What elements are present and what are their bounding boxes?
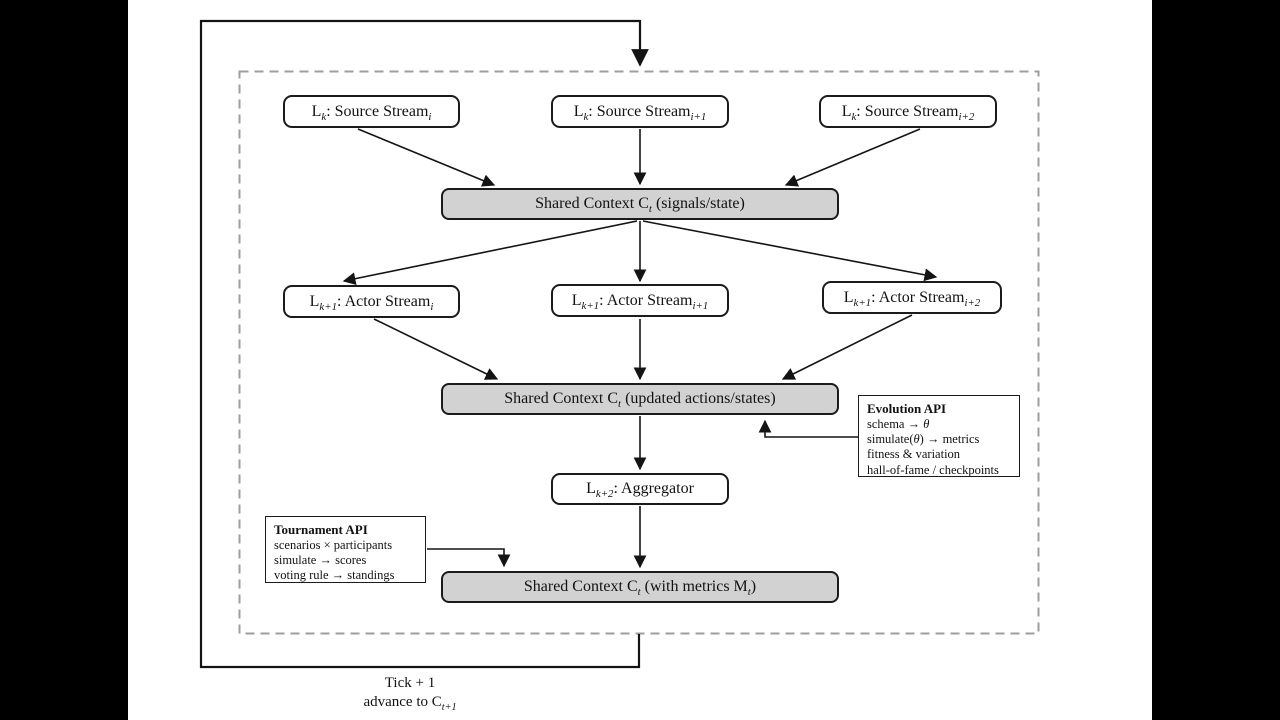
arrow-evolution-api-to-context xyxy=(758,419,858,438)
tick-feedback-loop-arrow xyxy=(199,19,649,669)
node-shared-context-signals: Shared Context Ct (signals/state) xyxy=(441,188,839,220)
node-label: Shared Context Ct (with metrics Mt) xyxy=(523,578,757,599)
node-label: Lk: Source Streami+1 xyxy=(573,102,707,123)
arrow-context-to-actor-i xyxy=(342,220,638,285)
node-source-stream-i1: Lk: Source Streami+1 xyxy=(551,95,729,128)
node-actor-stream-i: Lk+1: Actor Streami xyxy=(283,285,460,318)
evolution-api-line: hall-of-fame / checkpoints xyxy=(867,462,999,477)
arrow-actor-i2-to-context xyxy=(781,314,913,380)
tournament-api-line: voting rule → standings xyxy=(274,568,395,583)
node-source-stream-i: Lk: Source Streami xyxy=(283,95,460,128)
tournament-api-line: simulate → scores xyxy=(274,553,367,568)
arrow-actor-i-to-context xyxy=(373,318,499,380)
advance-label: advance to Ct+1 xyxy=(363,694,457,713)
tournament-api-box: Tournament API scenarios × participants … xyxy=(265,516,426,583)
tick-label: Tick + 1 xyxy=(384,675,436,691)
node-label: Lk+2: Aggregator xyxy=(586,480,694,501)
system-boundary-dashed-box xyxy=(238,70,1040,635)
node-label: Lk+1: Actor Streami+1 xyxy=(571,291,709,312)
node-label: Lk+1: Actor Streami+2 xyxy=(843,288,981,309)
evolution-api-title: Evolution API xyxy=(867,401,947,416)
node-source-stream-i2: Lk: Source Streami+2 xyxy=(819,95,997,128)
evolution-api-line: simulate(θ) → metrics xyxy=(867,432,980,447)
node-aggregator: Lk+2: Aggregator xyxy=(551,473,729,505)
arrow-tournament-api-to-context xyxy=(427,548,511,568)
tournament-api-line: scenarios × participants xyxy=(274,537,393,552)
evolution-api-box: Evolution API schema → θ simulate(θ) → m… xyxy=(858,395,1020,477)
node-label: Lk: Source Streami+2 xyxy=(841,102,975,123)
node-actor-stream-i1: Lk+1: Actor Streami+1 xyxy=(551,284,729,317)
node-shared-context-updated: Shared Context Ct (updated actions/state… xyxy=(441,383,839,415)
tournament-api-title: Tournament API xyxy=(274,522,368,537)
evolution-api-line: schema → θ xyxy=(867,416,930,431)
node-label: Lk: Source Streami xyxy=(311,102,432,123)
node-label: Shared Context Ct (signals/state) xyxy=(535,195,745,216)
node-label: Shared Context Ct (updated actions/state… xyxy=(504,390,776,411)
arrow-context-to-actor-i2 xyxy=(642,220,938,282)
node-shared-context-metrics: Shared Context Ct (with metrics Mt) xyxy=(441,571,839,603)
arrow-source-i2-to-context xyxy=(784,128,921,187)
evolution-api-line: fitness & variation xyxy=(867,447,961,462)
node-label: Lk+1: Actor Streami xyxy=(309,292,434,313)
node-actor-stream-i2: Lk+1: Actor Streami+2 xyxy=(822,281,1002,314)
arrow-source-i-to-context xyxy=(357,128,496,187)
